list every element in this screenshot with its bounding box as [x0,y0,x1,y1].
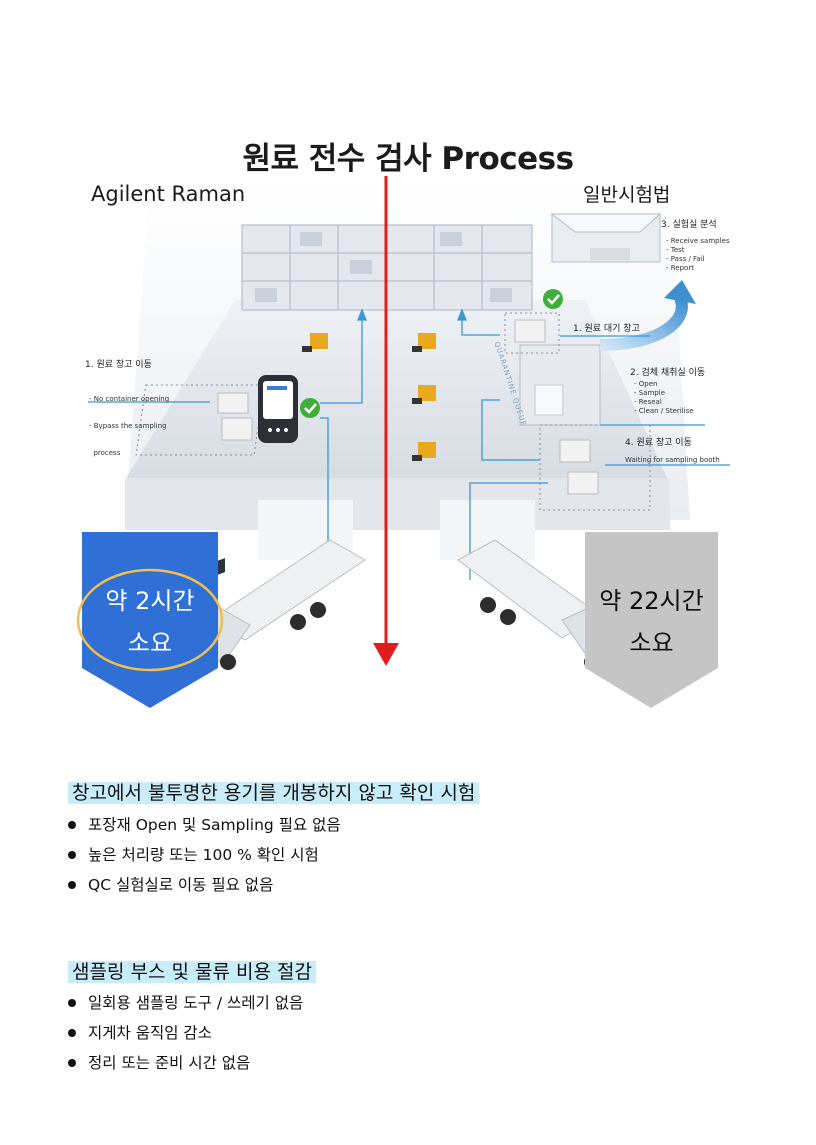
right-step4-note: Waiting for sampling booth [625,456,720,464]
right-badge-line1: 약 22시간 [599,587,704,615]
forklift-3 [412,385,436,404]
pallet-waiting [559,439,599,495]
bullet-icon [68,821,76,829]
forklift-4 [412,442,436,461]
section-1-title-text: 창고에서 불투명한 용기를 개봉하지 않고 확인 시험 [68,782,480,804]
check-icon-right [543,289,563,309]
list-item: 지게차 움직임 감소 [68,1018,303,1048]
list-item: 포장재 Open 및 Sampling 필요 없음 [68,810,341,840]
list-item: 일회용 샘플링 도구 / 쓰레기 없음 [68,988,303,1018]
left-badge-line2: 소요 [127,629,173,657]
quarantine-zone-dashed [504,312,560,354]
left-step1-list: - No container opening - Bypass the samp… [89,377,169,467]
section-2-list: 일회용 샘플링 도구 / 쓰레기 없음 지게차 움직임 감소 정리 또는 준비 … [68,988,303,1078]
right-step2-list: - Open - Sample - Reseal - Clean / Steri… [634,380,694,416]
warehouse-illustration [76,176,730,708]
bullet-icon [68,1059,76,1067]
pallet-quarantine [514,319,546,343]
left-heading: Agilent Raman [91,182,246,206]
forklift-1 [302,333,328,352]
red-divider-arrowhead [373,643,399,666]
list-item: QC 실험실로 이동 필요 없음 [68,870,341,900]
waiting-zone-dashed [539,424,651,511]
sampling-booth [519,344,601,426]
left-step1-item: process [89,449,121,457]
right-badge-shape [585,532,718,708]
left-step1-title: 1. 원료 창고 이동 [85,360,152,370]
bullet-icon [68,851,76,859]
section-2-title: 샘플링 부스 및 물류 비용 절감 [68,957,316,984]
section-1-title: 창고에서 불투명한 용기를 개봉하지 않고 확인 시험 [68,778,480,805]
bullet-icon [68,881,76,889]
left-badge-swoosh [76,568,224,672]
lab-flow-arrowhead [664,280,696,304]
check-icon-left [300,398,320,418]
right-step2-item: - Clean / Sterilise [634,407,694,415]
qc-lab-room [550,213,662,263]
left-zone-dashed [135,384,265,456]
raman-device [258,375,298,443]
right-step1-title: 1. 원료 대기 창고 [573,324,640,334]
right-step4-title: 4. 원료 창고 이동 [625,438,692,448]
left-step1-item: - No container opening [89,395,170,403]
lab-flow-arrow [599,295,688,351]
right-badge-text: 약 22시간 소요 [585,580,718,664]
right-step3-item: - Pass / Fail [666,255,705,263]
forklift-2 [412,333,436,352]
section-2-title-text: 샘플링 부스 및 물류 비용 절감 [68,961,316,983]
section-1-list: 포장재 Open 및 Sampling 필요 없음 높은 처리량 또는 100 … [68,810,341,900]
right-badge-line2: 소요 [629,629,674,657]
right-heading: 일반시험법 [583,184,671,206]
list-item: 정리 또는 준비 시간 없음 [68,1048,303,1078]
right-step3-item: - Test [666,246,685,254]
left-badge-text: 약 2시간 소요 [82,580,218,664]
pallet-left [217,392,253,441]
right-step2-item: - Reseal [634,398,662,406]
right-step3-item: - Report [666,264,694,272]
page-title: 원료 전수 검사 Process [242,141,574,177]
left-step1-item: - Bypass the sampling [89,422,167,430]
bullet-icon [68,999,76,1007]
right-step3-title: 3. 실험실 분석 [661,220,717,230]
right-step3-list: - Receive samples - Test - Pass / Fail -… [666,237,729,273]
right-step2-title: 2. 검체 채취실 이동 [630,368,706,378]
right-step2-item: - Sample [634,389,665,397]
left-badge-line1: 약 2시간 [105,587,195,615]
list-item: 높은 처리량 또는 100 % 확인 시험 [68,840,341,870]
right-step2-item: - Open [634,380,658,388]
bullet-icon [68,1029,76,1037]
right-step3-item: - Receive samples [666,237,730,245]
flow-lines [88,308,730,580]
